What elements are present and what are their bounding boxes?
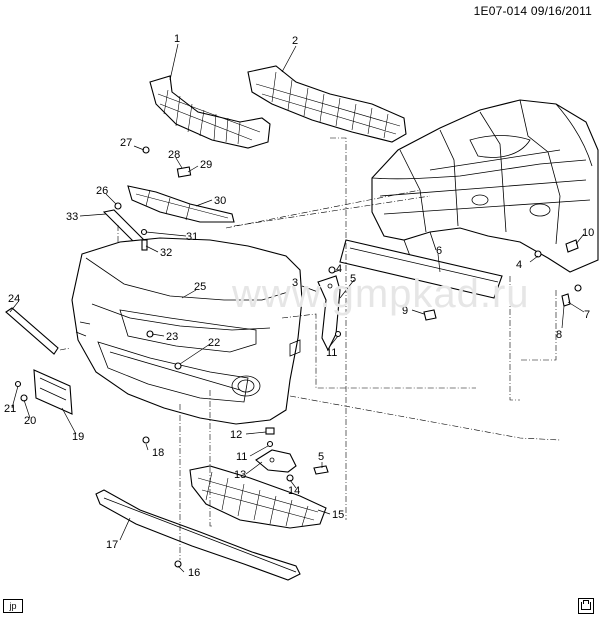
callout-24: 24: [8, 293, 20, 305]
callout-5a: 5: [350, 273, 356, 285]
callout-10: 10: [582, 227, 594, 239]
callout-3: 3: [292, 277, 298, 289]
part-30-deflector: [127, 185, 235, 223]
callout-11b: 11: [236, 451, 247, 463]
callout-29: 29: [200, 159, 212, 171]
callout-23: 23: [166, 331, 178, 343]
callout-6: 6: [436, 245, 442, 257]
footer-tag: jp: [3, 599, 23, 613]
callout-12: 12: [230, 429, 242, 441]
callout-32: 32: [160, 247, 172, 259]
part-2-upper-tie-bar: [247, 65, 407, 143]
callout-2: 2: [292, 35, 298, 47]
part-1-upper-absorber: [149, 75, 271, 149]
callout-25: 25: [194, 281, 206, 293]
callout-20: 20: [24, 415, 36, 427]
callout-5b: 5: [318, 451, 324, 463]
callout-19: 19: [72, 431, 84, 443]
callout-7: 7: [584, 309, 590, 321]
callout-26: 26: [96, 185, 108, 197]
vehicle-front-structure: [371, 99, 599, 273]
callout-13: 13: [234, 469, 246, 481]
callout-31: 31: [186, 231, 198, 243]
part-6-impact-bar: [339, 239, 503, 299]
book-icon: [578, 598, 594, 614]
part-19-license-bracket: [33, 369, 73, 415]
callout-15: 15: [332, 509, 344, 521]
callout-18: 18: [152, 447, 164, 459]
callout-22: 22: [208, 337, 220, 349]
callout-11a: 11: [326, 347, 337, 359]
watermark: www.gmpkad.ru: [232, 272, 530, 316]
callout-16: 16: [188, 567, 200, 579]
part-15-lower-grille: [189, 465, 327, 529]
callout-30: 30: [214, 195, 226, 207]
fasteners: [14, 146, 582, 568]
leader-lines: [9, 43, 585, 573]
callout-8: 8: [556, 329, 562, 341]
part-24-side-strip: [5, 307, 59, 355]
callout-33: 33: [66, 211, 78, 223]
callout-labels: 1 2 27 28 29 30 26 33 31 32 3 4 5 6 10 4…: [4, 33, 594, 579]
callout-27: 27: [120, 137, 132, 149]
callout-1: 1: [174, 33, 180, 45]
callout-4b: 4: [516, 259, 522, 271]
part-17-lower-spoiler: [95, 489, 301, 581]
part-25-front-fascia: [71, 237, 303, 425]
callout-4a: 4: [336, 263, 342, 275]
diagram-code: 1E07-014 09/16/2011: [473, 4, 592, 18]
callout-9: 9: [402, 305, 408, 317]
callout-21: 21: [4, 403, 16, 415]
callout-28: 28: [168, 149, 180, 161]
part-13-bracket: [255, 449, 297, 473]
callout-14: 14: [288, 485, 300, 497]
part-3-bracket: [317, 275, 341, 352]
alignment-lines: [59, 137, 561, 560]
callout-17: 17: [106, 539, 118, 551]
